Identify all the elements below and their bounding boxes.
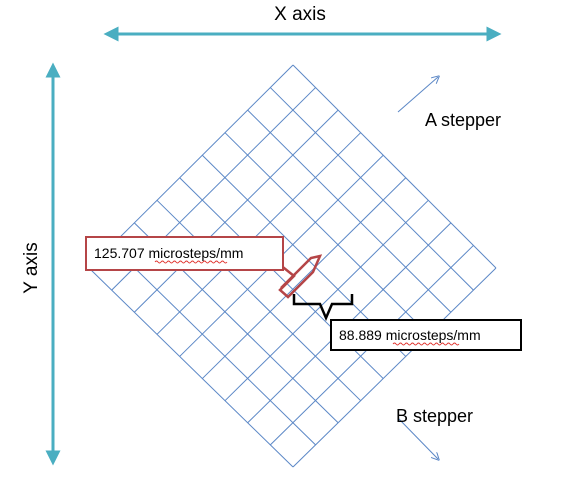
x-axis-label: X axis xyxy=(274,4,326,25)
lower-callout-box xyxy=(330,319,522,351)
grid-line-a xyxy=(133,109,339,313)
grid-line-b xyxy=(247,109,452,313)
upper-callout-unit: microsteps/mm xyxy=(149,245,244,261)
grid-line-b xyxy=(111,245,316,446)
grid-line-b xyxy=(88,267,294,468)
grid-line-b xyxy=(292,64,497,269)
grid-line-a xyxy=(201,177,407,379)
y-axis-label: Y axis xyxy=(21,242,42,293)
upper-callout-value: 125.707 xyxy=(94,245,145,261)
a-stepper-direction-arrow xyxy=(397,77,438,113)
lower-callout-unit: microsteps/mm xyxy=(386,327,481,343)
grid-line-a xyxy=(88,64,294,269)
upper-callout: 125.707 microsteps/mm xyxy=(85,236,323,299)
upper-callout-text: 125.707 microsteps/mm xyxy=(94,245,243,261)
grid-line-a xyxy=(224,199,429,402)
upper-callout-spellcheck-underline xyxy=(154,260,228,264)
stepper-grid xyxy=(88,64,497,468)
lower-callout-bracket xyxy=(292,294,354,322)
lower-callout-text: 88.889 microsteps/mm xyxy=(339,327,481,343)
b-stepper-direction-arrow xyxy=(397,417,438,459)
lower-callout: 88.889 microsteps/mm xyxy=(292,294,522,351)
grid-line-b xyxy=(156,199,362,402)
a-stepper-label: A stepper xyxy=(425,110,501,130)
lower-callout-value: 88.889 xyxy=(339,327,382,343)
grid-line-a xyxy=(156,132,362,335)
upper-callout-box xyxy=(85,236,284,271)
b-stepper-label: B stepper xyxy=(396,406,473,426)
grid-line-b xyxy=(224,132,429,335)
grid-line-a xyxy=(292,267,497,468)
lower-callout-spellcheck-underline xyxy=(392,342,460,346)
upper-callout-bracket xyxy=(278,254,323,299)
grid-line-b xyxy=(269,87,474,291)
